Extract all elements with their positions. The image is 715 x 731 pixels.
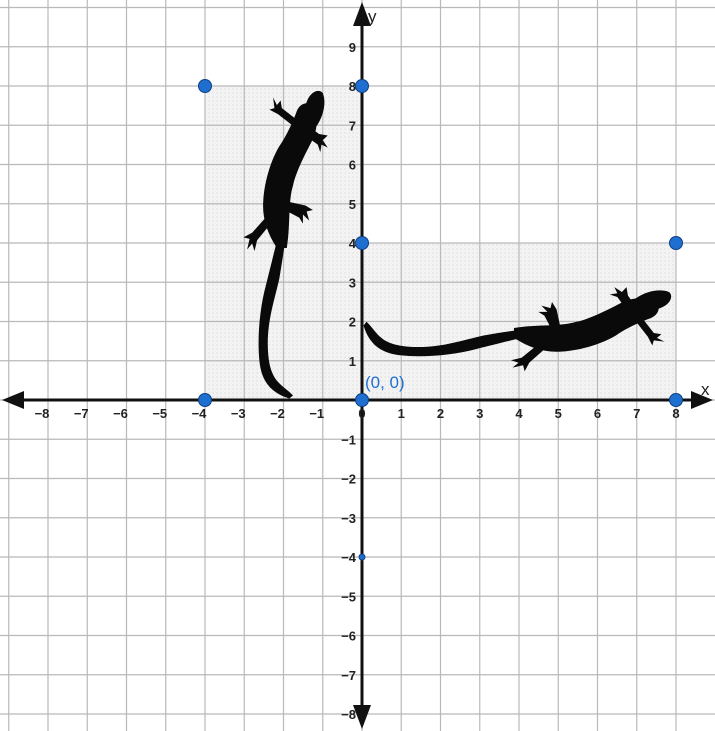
y-tick-label: −3 [341,511,356,526]
plot-point [669,393,683,407]
x-tick-label: −7 [74,406,89,421]
y-axis-arrow-up [353,2,371,26]
x-tick-label: −6 [113,406,128,421]
y-tick-label: −8 [341,707,356,722]
x-tick-label: 1 [398,406,405,421]
plot-point [358,553,366,561]
y-axis-label: y [368,7,377,26]
plot-point [355,79,369,93]
y-tick-label: 1 [349,354,356,369]
y-tick-label: 5 [349,197,356,212]
origin-label: (0, 0) [365,373,405,392]
plot-point [198,79,212,93]
plotted-points [198,79,683,561]
y-tick-label: 6 [349,158,356,173]
x-axis-arrow-left [2,391,24,409]
x-tick-label: 7 [633,406,640,421]
x-tick-label: 2 [437,406,444,421]
x-tick-label: 8 [672,406,679,421]
y-tick-label: 8 [349,79,356,94]
y-tick-label: 3 [349,275,356,290]
x-tick-label: −8 [35,406,50,421]
plot-point [355,393,369,407]
x-tick-label: −3 [231,406,246,421]
x-tick-label: −2 [270,406,285,421]
plot-point [669,236,683,250]
plot-point [198,393,212,407]
y-tick-label: −6 [341,629,356,644]
x-tick-label: 0 [358,406,365,421]
y-tick-label: −2 [341,472,356,487]
x-tick-label: 4 [515,406,523,421]
y-tick-label: 4 [349,236,357,251]
x-tick-label: 3 [476,406,483,421]
x-tick-label: −5 [152,406,167,421]
y-axis-arrow-down [353,705,371,729]
x-tick-label: −4 [192,406,208,421]
y-tick-label: 9 [349,40,356,55]
y-tick-label: −7 [341,668,356,683]
x-axis-arrow-right [691,391,713,409]
x-tick-label: 6 [594,406,601,421]
plot-point [355,236,369,250]
y-tick-label: −4 [341,550,357,565]
x-tick-label: −1 [309,406,324,421]
x-axis-label: x [701,380,710,399]
y-tick-label: −5 [341,589,356,604]
y-tick-label: 7 [349,118,356,133]
x-tick-label: 5 [555,406,562,421]
y-tick-label: −1 [341,432,356,447]
y-tick-label: 2 [349,315,356,330]
